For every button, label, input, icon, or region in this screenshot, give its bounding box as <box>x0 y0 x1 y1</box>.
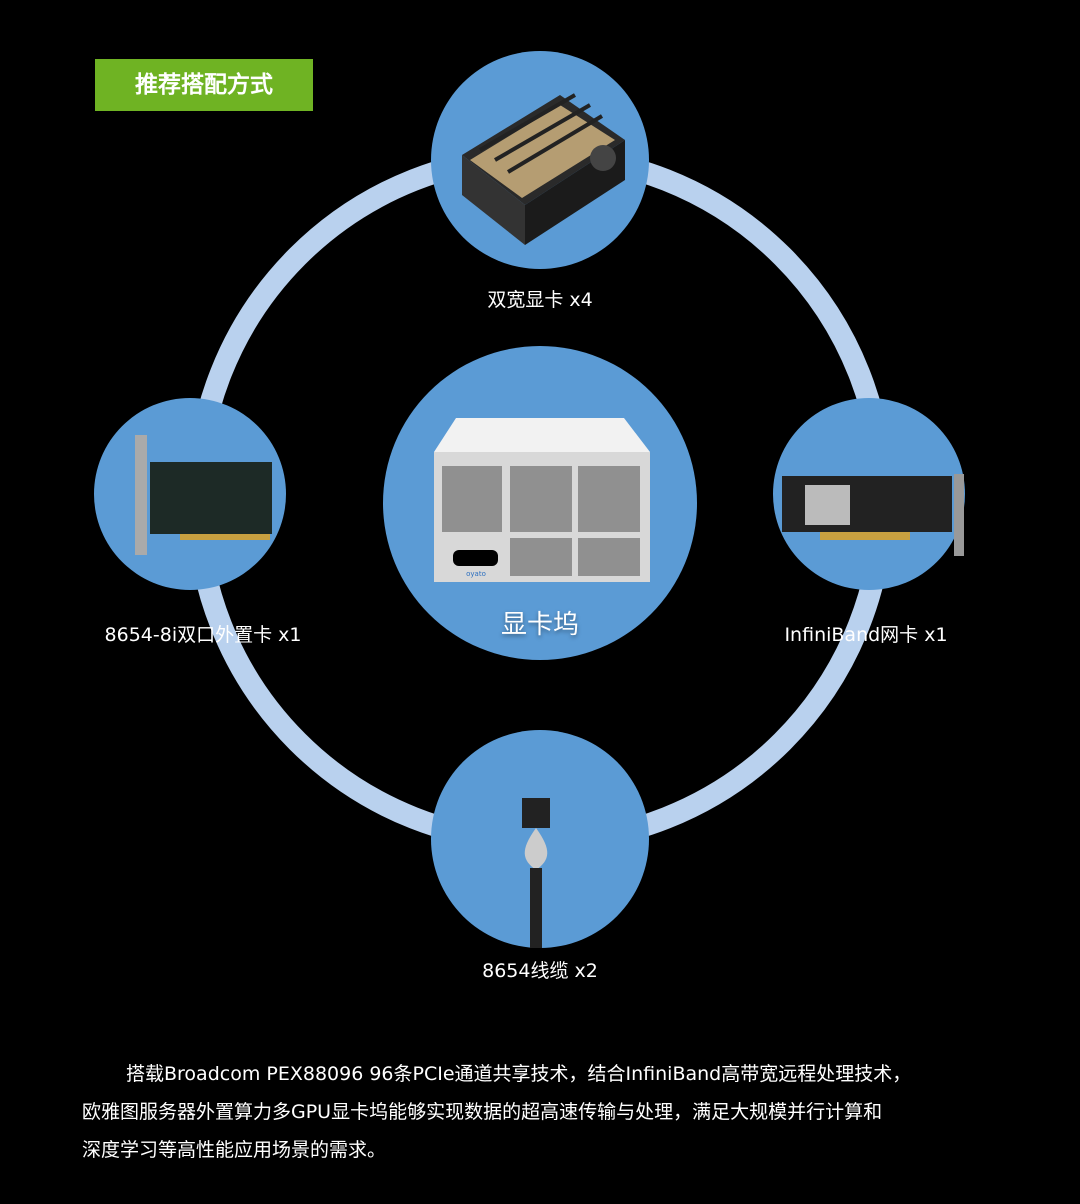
gpu-dock-image: oyato <box>434 418 650 582</box>
infiniband-card-image <box>782 474 964 556</box>
description-line: 搭载Broadcom PEX88096 96条PCIe通道共享技术，结合Infi… <box>126 1063 912 1085</box>
description-line: 欧雅图服务器外置算力多GPU显卡坞能够实现数据的超高速传输与处理，满足大规模并行… <box>82 1101 883 1123</box>
adapter-card-image <box>135 435 272 555</box>
gpu-cards-image <box>462 93 625 245</box>
description-line: 深度学习等高性能应用场景的需求。 <box>82 1139 387 1161</box>
adapter-label: 8654-8i双口外置卡 x1 <box>104 624 302 646</box>
gpu-label: 双宽显卡 x4 <box>487 289 593 311</box>
dock-label: 显卡坞 <box>500 610 580 640</box>
nic-label: InfiniBand网卡 x1 <box>784 624 948 646</box>
cable-label: 8654线缆 x2 <box>482 960 598 982</box>
cable-image <box>522 798 550 948</box>
description: 搭载Broadcom PEX88096 96条PCIe通道共享技术，结合Infi… <box>82 1055 1012 1169</box>
recommended-config-badge: 推荐搭配方式 <box>95 59 313 111</box>
dock-brand-logo: oyato <box>466 570 486 578</box>
